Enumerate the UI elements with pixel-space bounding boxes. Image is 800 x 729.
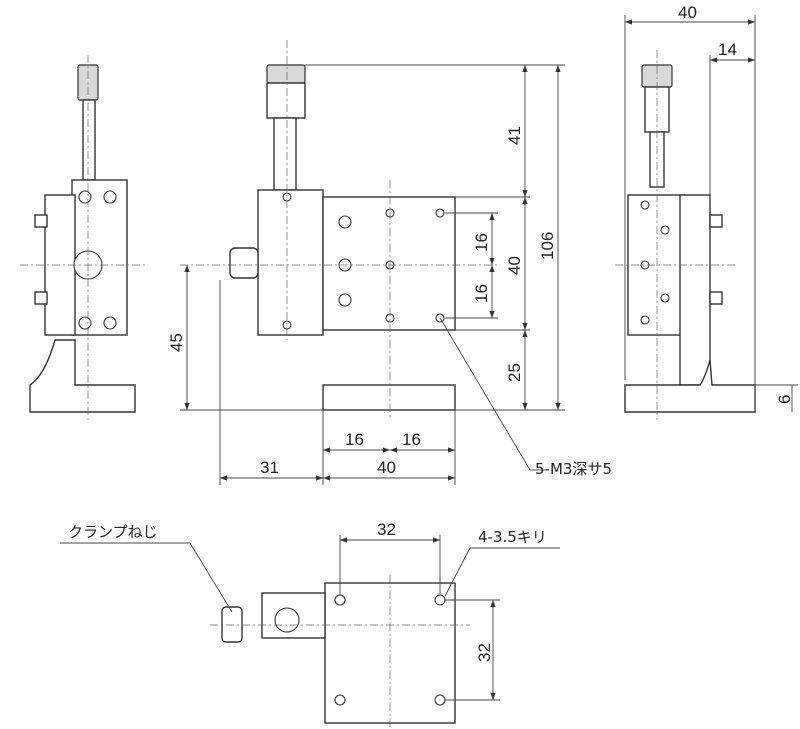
front-view xyxy=(180,40,500,420)
dim-mount-pitch-x: 32 xyxy=(377,520,396,539)
dim-mount-pitch-y: 32 xyxy=(475,643,494,662)
dim-total-height: 106 xyxy=(538,232,557,260)
dim-hole-pitch-x1: 16 xyxy=(345,430,364,449)
dim-base-thickness: 6 xyxy=(775,395,794,404)
left-side-view xyxy=(20,55,145,420)
drive-block xyxy=(257,189,324,336)
base-plate xyxy=(322,384,456,411)
dim-hole-pitch-upper: 16 xyxy=(472,233,491,252)
dim-side-offset: 14 xyxy=(718,40,737,59)
note-mount-holes: 4-3.5キリ xyxy=(478,528,547,546)
micrometer-spindle xyxy=(82,99,96,181)
dim-hole-pitch-lower: 16 xyxy=(472,284,491,303)
base xyxy=(29,339,136,413)
dim-knob-height: 41 xyxy=(505,126,524,145)
dim-center-height: 45 xyxy=(167,333,186,352)
dimension-lines xyxy=(60,15,798,701)
top-view xyxy=(210,575,470,729)
dim-hole-pitch-x2: 16 xyxy=(402,430,421,449)
clamp-screw xyxy=(229,247,259,279)
dim-side-width: 40 xyxy=(678,3,697,22)
dim-clamp-offset: 31 xyxy=(260,458,279,477)
right-side-view xyxy=(615,50,756,420)
note-tapped-holes: 5-M3深サ5 xyxy=(535,460,612,478)
note-clamp-screw: クランプねじ xyxy=(68,523,158,541)
dim-stage-width: 40 xyxy=(377,458,396,477)
dim-base-height: 25 xyxy=(505,363,524,382)
dim-stage-height: 40 xyxy=(505,256,524,275)
